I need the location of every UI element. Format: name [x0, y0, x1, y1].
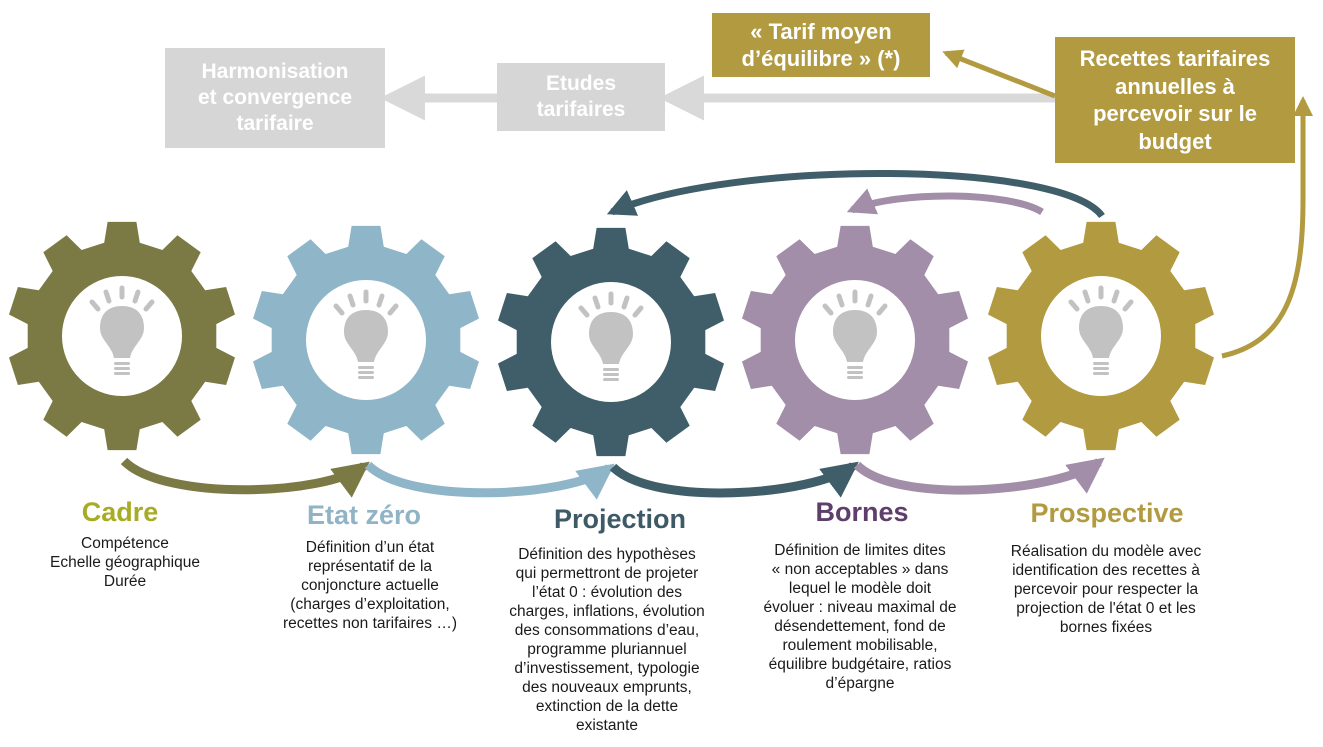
gear-etat-zero: [253, 225, 479, 455]
arrow-cadre-to-etat-zero: [120, 457, 370, 498]
step-title-cadre: Cadre: [81, 497, 159, 527]
step-title-projection: Projection: [553, 504, 687, 534]
gear-projection: [498, 227, 724, 457]
step-title-bornes: Bornes: [815, 497, 909, 527]
arrow-prospective-to-bornes: [846, 188, 1044, 216]
lightbulb-icon: [333, 289, 399, 379]
harmonisation-label: Harmonisation et convergence tarifaire: [197, 59, 353, 136]
arrow-prospective-to-recettes: [1221, 96, 1313, 359]
arrow-recettes-to-tarif: [942, 49, 1056, 99]
arrow-prospective-to-projection: [606, 170, 1105, 219]
lightbulb-icon: [822, 289, 888, 379]
harmonisation-box: Harmonisation et convergence tarifaire: [165, 48, 385, 148]
step-title-etat-zero: Etat zéro: [306, 500, 422, 530]
gear-bornes: [742, 225, 968, 455]
arrow-etat-zero-to-projection: [364, 461, 615, 500]
etudes-tarifaires-label: Etudes tarifaires: [536, 71, 626, 121]
step-desc-cadre: Compétence Echelle géographique Durée: [50, 535, 200, 590]
lightbulb-icon: [1068, 285, 1134, 375]
etudes-tarifaires-box: Etudes tarifaires: [497, 63, 665, 131]
arrow-bornes-to-prospective: [853, 457, 1105, 495]
gear-prospective: [988, 221, 1214, 451]
recettes-tarifaires-label: Recettes tarifaires annuelles à percevoi…: [1079, 46, 1271, 154]
step-desc-bornes: Définition de limites dites « non accept…: [763, 542, 957, 692]
step-desc-projection: Définition des hypothèses qui permettron…: [509, 546, 705, 734]
lightbulb-icon: [89, 285, 155, 375]
lightbulb-icon: [578, 291, 644, 381]
tarif-moyen-label: « Tarif moyen d’équilibre » (*): [741, 18, 901, 72]
gear-cadre: [9, 221, 235, 451]
arrow-projection-to-bornes: [609, 461, 859, 498]
step-desc-prospective: Réalisation du modèle avec identificatio…: [1010, 543, 1202, 636]
step-desc-etat-zero: Définition d’un état représentatif de la…: [282, 539, 457, 632]
recettes-tarifaires-box: Recettes tarifaires annuelles à percevoi…: [1055, 37, 1295, 163]
step-title-prospective: Prospective: [1030, 498, 1184, 528]
tarif-moyen-box: « Tarif moyen d’équilibre » (*): [712, 13, 930, 77]
